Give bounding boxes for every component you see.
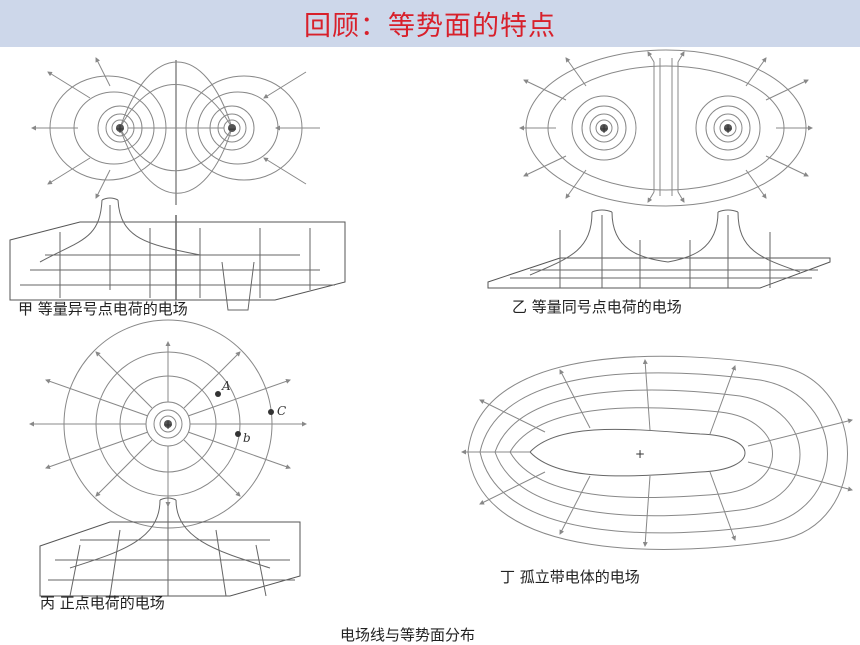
point-a-label: A [221, 379, 231, 393]
yi-charge-right: + [723, 122, 733, 136]
point-a-dot [215, 391, 221, 397]
caption-ding: 丁 孤立带电体的电场 [500, 568, 640, 586]
panel-yi-potential-surface [487, 209, 831, 289]
bing-charge: + [163, 418, 173, 432]
point-b-label: b [243, 431, 251, 445]
page-title: 回顾：等势面的特点 [304, 11, 556, 42]
caption-bing: 丙 正点电荷的电场 [40, 594, 165, 612]
panel-jia-charges [116, 124, 236, 132]
jia-plus-charge: + [115, 122, 125, 136]
caption-jia: 甲 等量异号点电荷的电场 [18, 300, 188, 318]
ding-charge: + [635, 447, 645, 461]
panel-ding-fieldmap [461, 355, 853, 550]
panel-jia-potential-surface [9, 197, 346, 311]
yi-charge-left: + [599, 122, 609, 136]
panel-yi-charges [600, 124, 732, 132]
point-b-dot [235, 431, 241, 437]
title-bar: 回顾：等势面的特点 [0, 0, 860, 47]
panel-bing-charge [164, 391, 274, 437]
panel-jia-fieldmap [31, 57, 320, 205]
jia-minus-charge: − [227, 122, 237, 136]
figure-caption: 电场线与等势面分布 [340, 626, 476, 644]
caption-yi: 乙 等量同号点电荷的电场 [512, 298, 682, 316]
panel-yi-fieldmap [519, 49, 813, 207]
panel-bing-potential-surface [39, 497, 301, 597]
point-c-dot [268, 409, 274, 415]
point-c-label: C [277, 404, 286, 418]
